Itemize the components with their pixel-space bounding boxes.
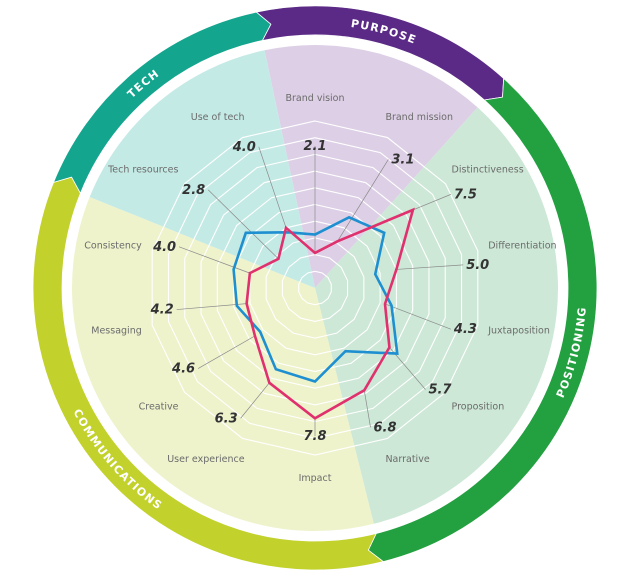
value-label: 2.8: [182, 183, 205, 198]
value-label: 4.2: [150, 303, 174, 318]
value-label: 3.1: [391, 152, 414, 167]
leader-line: [207, 189, 279, 260]
category-sectors: [71, 45, 558, 532]
axis-label-narrative: Narrative: [385, 454, 429, 465]
value-label: 4.0: [232, 140, 256, 155]
value-label: 4.0: [152, 240, 176, 255]
value-label: 5.7: [428, 382, 452, 397]
grid-ring: [233, 203, 397, 373]
leader-line: [412, 194, 451, 211]
axis-label-proposition: Proposition: [452, 401, 505, 412]
leader-line: [197, 335, 256, 369]
series-pink-series: [245, 207, 415, 420]
leader-line: [363, 390, 371, 428]
axis-label-use-of-tech: Use of tech: [191, 112, 245, 123]
grid-ring: [265, 237, 365, 339]
axis-label-messaging: Messaging: [91, 325, 141, 336]
grid-ring: [200, 170, 430, 406]
sector-communications: [71, 196, 374, 532]
axis-label-impact: Impact: [299, 473, 332, 484]
axis-label-tech-resources: Tech resources: [107, 165, 178, 176]
data-series: [232, 207, 415, 420]
value-label: 5.0: [466, 258, 489, 273]
grid-ring: [249, 220, 381, 356]
leader-line: [178, 246, 250, 274]
grid-ring: [167, 137, 463, 439]
axis-label-creative: Creative: [139, 401, 179, 412]
value-label: 2.1: [303, 139, 326, 154]
sector-positioning: [315, 107, 558, 524]
axis-label-consistency: Consistency: [84, 241, 142, 252]
leader-line: [240, 382, 270, 419]
axis-label-differentiation: Differentiation: [488, 241, 556, 252]
value-leader-lines: [176, 146, 464, 436]
value-label: 7.8: [303, 429, 326, 444]
leader-line: [337, 159, 389, 242]
axis-label-user-experience: User experience: [167, 454, 244, 465]
axis-label-distinctiveness: Distinctiveness: [452, 165, 524, 176]
leader-line: [396, 264, 464, 270]
leader-line: [176, 303, 247, 310]
series-blue-series: [232, 215, 399, 383]
value-label: 6.3: [215, 411, 238, 426]
ring-segment-tech: [52, 11, 272, 195]
value-label: 4.3: [453, 322, 477, 337]
value-label: 6.8: [373, 420, 396, 435]
grid-ring: [151, 120, 479, 456]
value-labels: 2.1 3.1 7.5 5.0 4.3 5.7 6.8 7.8 6.3 4.6 4.2 4.0 2.8 4…: [150, 139, 490, 444]
category-ring: [32, 5, 598, 571]
grid-ring: [298, 270, 332, 306]
value-label: 7.5: [454, 187, 477, 202]
grid-ring: [216, 187, 414, 389]
sector-purpose: [264, 45, 478, 288]
value-label: 4.6: [171, 362, 195, 377]
axis-label-juxtaposition: Juxtaposition: [487, 325, 550, 336]
leader-line: [258, 146, 287, 228]
axis-label-brand-mission: Brand mission: [385, 112, 453, 123]
grid-ring: [281, 254, 349, 322]
leader-line: [384, 303, 452, 330]
axis-label-brand-vision: Brand vision: [286, 93, 345, 104]
